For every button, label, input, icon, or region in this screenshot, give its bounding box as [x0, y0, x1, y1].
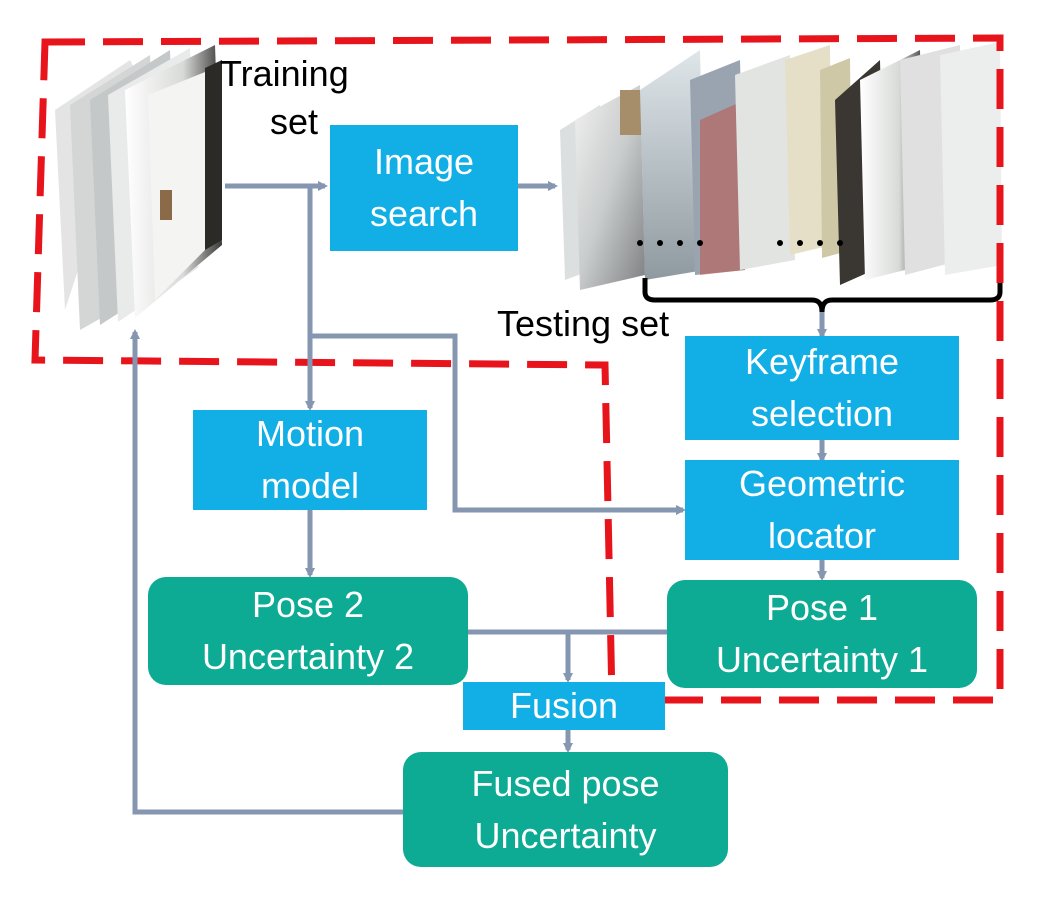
testing-set-brace — [642, 278, 1003, 313]
geometric-locator-line1: Geometric — [738, 463, 906, 504]
fusion-label: Fusion — [509, 685, 619, 726]
pose1-box: Pose 1 Uncertainty 1 — [667, 580, 977, 688]
testing-set-label: Testing set — [497, 303, 670, 344]
motion-model-line1: Motion — [255, 413, 365, 454]
motion-model-line2: model — [260, 465, 360, 506]
motion-model-box: Motion model — [193, 410, 427, 510]
arrow-to-geometric-locator — [310, 333, 686, 515]
training-set-label-line2: set — [270, 101, 319, 142]
image-search-box: Image search — [330, 125, 518, 251]
keyframe-selection-line1: Keyframe — [744, 341, 900, 382]
pose1-line1: Pose 1 — [765, 587, 879, 628]
training-set-label-line1: Training — [220, 53, 349, 94]
pose1-line2: Uncertainty 1 — [715, 639, 929, 680]
image-search-line1: Image — [373, 141, 475, 182]
flow-arrows — [130, 181, 827, 815]
arrow-feedback — [130, 329, 403, 815]
testing-image-stack — [560, 42, 1002, 290]
fused-pose-line2: Uncertainty — [474, 814, 657, 856]
training-image-stack — [55, 45, 222, 330]
pose2-line1: Pose 2 — [251, 584, 365, 625]
fused-pose-box: Fused pose Uncertainty — [403, 752, 728, 867]
fusion-box: Fusion — [463, 682, 665, 730]
geometric-locator-box: Geometric locator — [685, 460, 959, 560]
geometric-locator-line2: locator — [767, 515, 877, 556]
pose2-box: Pose 2 Uncertainty 2 — [148, 577, 468, 685]
image-search-line2: search — [369, 193, 479, 234]
pose2-line2: Uncertainty 2 — [201, 636, 415, 677]
keyframe-selection-line2: selection — [750, 393, 894, 434]
fused-pose-line1: Fused pose — [471, 762, 660, 804]
keyframe-selection-box: Keyframe selection — [685, 336, 959, 440]
